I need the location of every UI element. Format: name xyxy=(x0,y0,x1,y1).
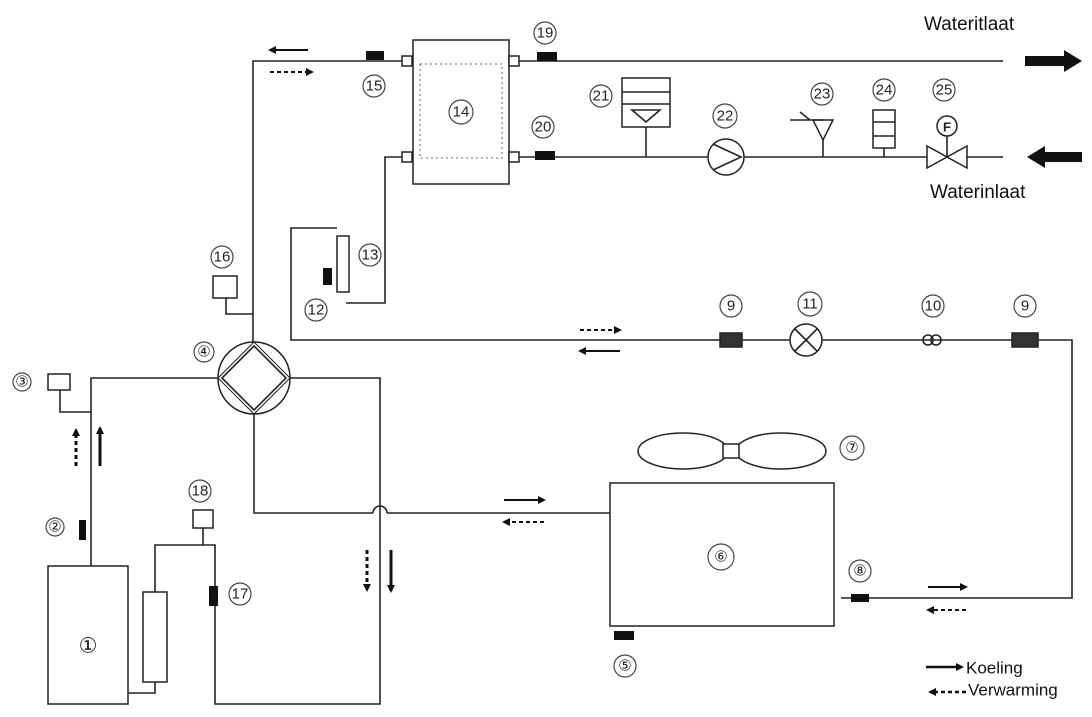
callout-17-circle xyxy=(228,582,252,606)
liquid-temp-sensor xyxy=(323,268,332,285)
liquid-receiver: 13 xyxy=(336,235,382,293)
callout-8-circle xyxy=(848,559,872,583)
compressor: ① xyxy=(47,565,129,705)
plate-heat-exchanger: 14 xyxy=(401,39,520,185)
callout-16: 16 xyxy=(214,249,231,266)
expansion-tank: 21 xyxy=(589,77,671,128)
outlet-water-temp-sensor xyxy=(537,52,557,61)
callout-20-circle xyxy=(531,115,555,139)
water-inlet-arrow xyxy=(1027,146,1082,168)
callout-14: 14 xyxy=(453,104,470,121)
water-outlet-label: Wateritlaat xyxy=(924,14,1015,35)
water-inlet-label: Waterinlaat xyxy=(930,182,1026,203)
legend-cooling: Koeling xyxy=(966,659,1023,678)
high-pressure-switch xyxy=(47,373,71,391)
callout-2-circle xyxy=(45,517,65,537)
callout-22: 22 xyxy=(717,108,734,125)
callout-19-circle xyxy=(533,21,557,45)
pressure-switch-16 xyxy=(212,275,238,299)
low-pressure-switch xyxy=(192,509,214,529)
callout-4-circle xyxy=(193,341,215,363)
callout-18-circle xyxy=(188,479,212,503)
callout-21: 21 xyxy=(593,88,610,105)
coil-temp-sensor xyxy=(851,594,869,602)
callout-2: ② xyxy=(48,519,61,536)
callout-17: 17 xyxy=(232,586,249,603)
capillary-tube: 10 xyxy=(921,294,945,346)
ambient-temp-sensor xyxy=(614,631,634,640)
legend: Koeling Verwarming xyxy=(926,659,1058,700)
flow-arrows xyxy=(72,46,968,614)
suction-temp-sensor xyxy=(209,586,218,606)
callout-12: 12 xyxy=(308,302,325,319)
callout-3-circle xyxy=(12,372,32,392)
filter-right: 9 xyxy=(1011,294,1039,348)
callout-23: 23 xyxy=(814,86,831,103)
pipes xyxy=(59,60,1073,705)
callout-15: 15 xyxy=(366,78,383,95)
fan: ⑦ xyxy=(637,432,865,470)
callout-6: ⑥ xyxy=(714,549,727,566)
water-pump: 22 xyxy=(707,103,745,176)
air-vent: 24 xyxy=(872,78,896,149)
callout-10: 10 xyxy=(925,298,942,315)
callout-11: 11 xyxy=(802,296,818,313)
callout-8: ⑧ xyxy=(853,563,866,580)
callout-1: ① xyxy=(79,635,98,658)
callout-5: ⑤ xyxy=(618,658,631,675)
callout-9a: 9 xyxy=(727,298,735,315)
four-way-valve xyxy=(217,341,291,415)
callout-20: 20 xyxy=(535,119,552,136)
callout-5-circle xyxy=(613,654,637,678)
accumulator xyxy=(142,591,168,683)
callout-3: ③ xyxy=(15,374,28,391)
callout-9b: 9 xyxy=(1021,298,1029,315)
callout-4: ④ xyxy=(197,344,210,361)
callout-7: ⑦ xyxy=(845,440,858,457)
filter-left: 9 xyxy=(719,294,743,348)
flow-switch-valve: F 25 xyxy=(926,78,968,170)
expansion-valve: 11 xyxy=(789,291,823,357)
air-side-coil: ⑥ xyxy=(609,482,835,627)
inlet-water-temp-sensor xyxy=(535,151,555,160)
callout-18: 18 xyxy=(192,483,209,500)
callout-19: 19 xyxy=(537,25,554,42)
flow-meter-letter: F xyxy=(943,120,951,135)
callout-13: 13 xyxy=(362,247,379,264)
discharge-temp-sensor xyxy=(79,520,86,540)
callout-24: 24 xyxy=(876,82,893,99)
water-outlet-arrow xyxy=(1025,50,1082,72)
callout-16-circle xyxy=(210,245,234,269)
callout-12-circle xyxy=(304,298,328,322)
callout-25: 25 xyxy=(936,82,953,99)
safety-valve: 23 xyxy=(790,82,835,142)
callout-15-circle xyxy=(362,74,386,98)
gas-temp-sensor xyxy=(366,51,384,60)
legend-heating: Verwarming xyxy=(968,681,1058,700)
